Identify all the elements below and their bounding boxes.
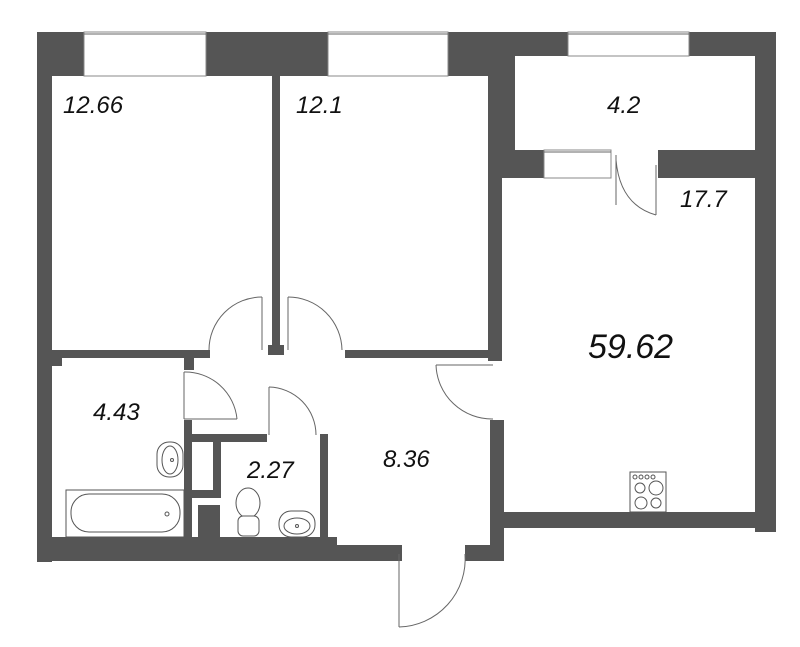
room-area-balcony: 4.2	[607, 92, 641, 119]
walls	[37, 32, 776, 562]
sink-icon	[278, 510, 316, 538]
windows	[83, 31, 690, 179]
room-area-bedroom-1: 12.66	[63, 92, 124, 119]
room-area-kitchen-living: 17.7	[680, 186, 727, 213]
sink-icon	[156, 441, 184, 478]
doors	[183, 155, 657, 628]
room-area-bathroom: 4.43	[93, 399, 140, 426]
total-area: 59.62	[588, 328, 674, 366]
stove-icon	[629, 471, 667, 513]
bathtub-icon	[65, 489, 185, 538]
room-area-hallway: 8.36	[383, 446, 430, 473]
toilet-icon	[235, 487, 261, 537]
room-area-bedroom-2: 12.1	[296, 92, 343, 119]
room-area-toilet: 2.27	[247, 457, 294, 484]
